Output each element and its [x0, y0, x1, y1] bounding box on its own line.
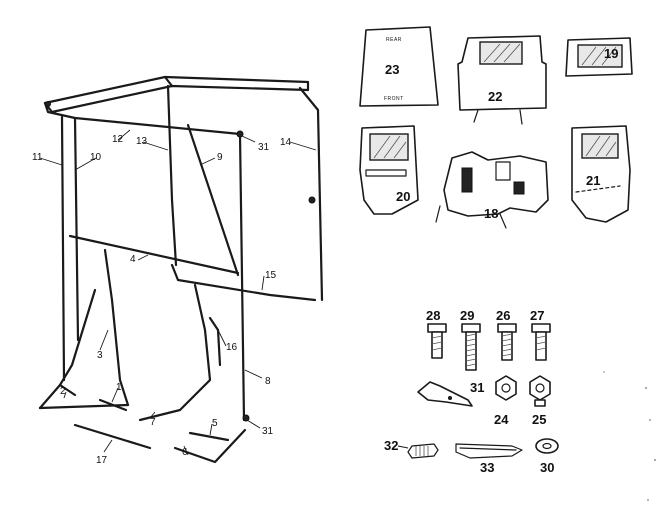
- mid-crossbar: [68, 234, 240, 275]
- cotter-pin-33: [455, 443, 523, 459]
- panel-18-slot-mid: [495, 161, 511, 181]
- panel-23-number: 23: [385, 62, 399, 77]
- hardware-27-label: 27: [530, 308, 544, 323]
- callout-11: 11: [32, 152, 43, 163]
- callout-5: 5: [212, 418, 218, 429]
- callout-12: 12: [112, 134, 124, 145]
- frame-callouts: 11 10 12 13 9 31 14 4 15 3 16 8 2 1 7 5 …: [32, 134, 292, 466]
- panel-20-handle: [365, 169, 407, 177]
- hardware-group: 28 29 26 27 31: [384, 308, 559, 475]
- bolt-31-bottom: [242, 414, 250, 422]
- callout-2: 2: [60, 386, 66, 397]
- callout-7: 7: [150, 417, 156, 428]
- hardware-32-label: 32: [384, 438, 398, 453]
- panel-18-number: 18: [484, 206, 498, 221]
- bracket-1: [98, 398, 128, 412]
- panel-22-rear: 22: [457, 35, 547, 125]
- clip-31: [417, 381, 473, 407]
- callout-4: 4: [130, 254, 136, 265]
- panel-20-window: [369, 133, 409, 161]
- callout-10: 10: [90, 152, 102, 163]
- panel-22-number: 22: [488, 89, 502, 104]
- panel-21-window: [581, 133, 619, 159]
- bolt-28: [427, 323, 447, 359]
- panel-23-rear-label: REAR: [386, 37, 402, 43]
- callout-31-top: 31: [258, 142, 270, 153]
- callout-8: 8: [265, 376, 271, 387]
- scan-artifacts: [603, 371, 656, 501]
- callout-16: 16: [226, 342, 238, 353]
- callout-15: 15: [265, 270, 277, 281]
- bolt-31-top: [236, 130, 244, 138]
- panel-19-glass: [577, 44, 623, 68]
- callout-31-bottom: 31: [262, 426, 274, 437]
- rear-post-8: [238, 132, 246, 422]
- callout-17: 17: [96, 455, 108, 466]
- nut-24: [495, 375, 517, 401]
- panel-21-right-door: 21: [571, 125, 631, 223]
- panel-19-window: 19: [565, 37, 633, 77]
- locknut-25: [529, 375, 551, 407]
- base-6: [173, 428, 247, 464]
- frame-top-rail: [43, 75, 310, 114]
- panel-20-number: 20: [396, 189, 410, 204]
- hardware-25-label: 25: [532, 412, 546, 427]
- callout-6: 6: [182, 447, 188, 458]
- panel-19-number: 19: [604, 46, 618, 61]
- hardware-28-label: 28: [426, 308, 440, 323]
- panel-21-number: 21: [586, 173, 600, 188]
- hardware-33-label: 33: [480, 460, 494, 475]
- hardware-30-label: 30: [540, 460, 554, 475]
- brace-7: [138, 283, 212, 422]
- hardware-31-label: 31: [470, 380, 484, 395]
- frame-corner-bolt: [45, 101, 51, 107]
- frame-front-crossbar: [43, 101, 242, 136]
- panel-23-roof: REAR 23 FRONT: [359, 26, 439, 107]
- panel-18-front: 18: [435, 151, 549, 229]
- frame-top-back-rail: [163, 75, 174, 88]
- callout-13: 13: [136, 136, 148, 147]
- spring-32: [407, 443, 439, 459]
- brace-16: [208, 316, 222, 367]
- bolt-29: [461, 323, 481, 371]
- front-left-post-inner: [73, 116, 80, 342]
- panel-22-window: [479, 41, 523, 65]
- hardware-24-label: 24: [494, 412, 509, 427]
- brace-9: [186, 123, 240, 277]
- callout-3: 3: [97, 350, 103, 361]
- rear-post-14: [298, 86, 324, 302]
- callout-9: 9: [217, 152, 223, 163]
- callout-14: 14: [280, 137, 292, 148]
- brace-3: [103, 248, 130, 407]
- bracket-5: [188, 431, 230, 442]
- hardware-26-label: 26: [496, 308, 510, 323]
- bracket-knob: [308, 196, 316, 204]
- panel-23-front-label: FRONT: [384, 96, 404, 102]
- panel-18-slot-left: [461, 167, 473, 193]
- frame-leader-lines: [39, 129, 317, 456]
- panel-20-left-door: 20: [359, 125, 419, 215]
- frame-assembly: [38, 75, 324, 464]
- post-13: [166, 84, 178, 267]
- side-rail-15: [170, 263, 317, 302]
- bolt-27: [531, 323, 551, 361]
- bar-17: [73, 423, 152, 450]
- hardware-29-label: 29: [460, 308, 474, 323]
- washer-30: [535, 438, 559, 454]
- bolt-26: [497, 323, 517, 361]
- lower-strut-left: [38, 288, 97, 410]
- front-left-post: [60, 115, 66, 382]
- callout-1: 1: [116, 382, 122, 393]
- panel-18-slot-right: [513, 181, 525, 195]
